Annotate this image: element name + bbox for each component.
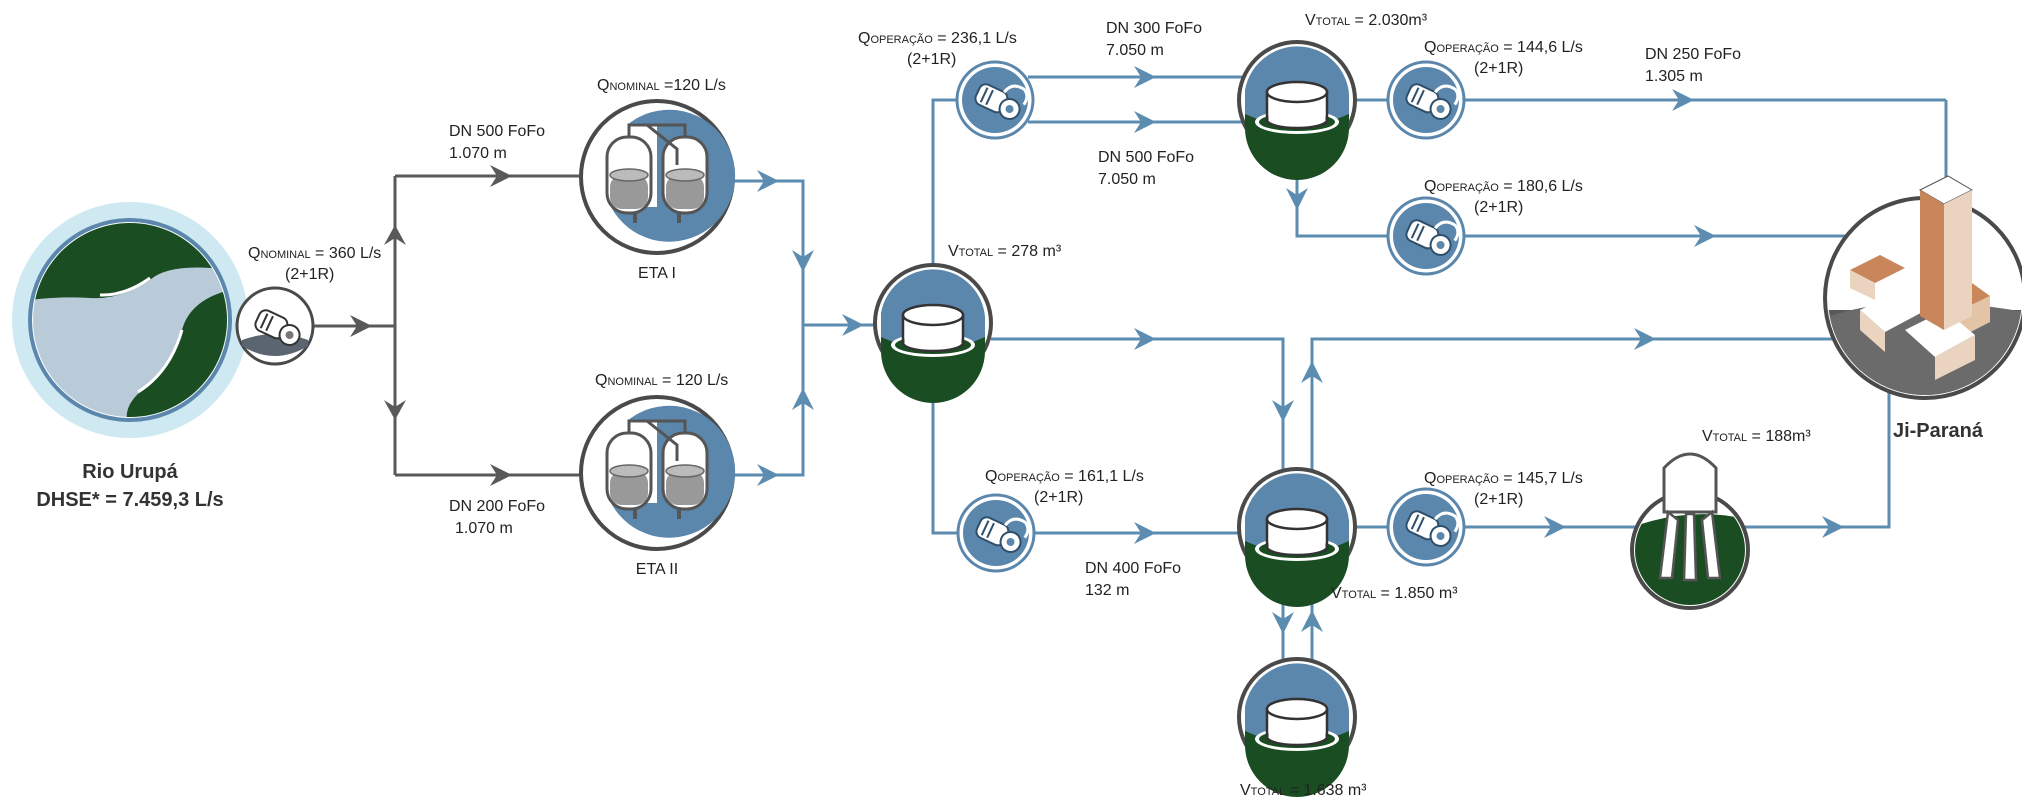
river-name: Rio Urupá (82, 461, 178, 483)
pipe-dn500-eta1-length: 1.070 m (449, 145, 507, 162)
pipe-dn200-eta2-length: 1.070 m (455, 520, 513, 537)
pipe-dn500-main-length: 7.050 m (1098, 171, 1156, 188)
intake-pump-icon (235, 286, 315, 366)
pipe-dn300-length: 7.050 m (1106, 42, 1164, 59)
pipe-dn400-dn: DN 400 FoFo (1085, 560, 1181, 577)
city-name: Ji-Paraná (1893, 420, 1984, 442)
pipe-dn400-length: 132 m (1085, 582, 1129, 599)
pump-144-flow: QOPERAÇÃO = 144,6 L/s (1424, 39, 1583, 56)
flow-arrow (350, 315, 372, 337)
treatment-plant-icon (579, 99, 738, 255)
eta2-name: ETA II (636, 561, 678, 578)
river-source (12, 202, 248, 438)
pipe-dn200-eta2-dn: DN 200 FoFo (449, 498, 545, 515)
flow-arrow (384, 400, 406, 420)
flow-arrow (384, 225, 406, 245)
raw-water-pipes (314, 165, 585, 486)
pipe-dn500-eta1-dn: DN 500 FoFo (449, 123, 545, 140)
flow-arrow (490, 165, 512, 187)
pump-161-config: (2+1R) (1034, 489, 1083, 506)
pump-180-config: (2+1R) (1474, 199, 1523, 216)
eta1-flow: QNOMINAL =120 L/s (597, 77, 726, 94)
pipe-dn300-dn: DN 300 FoFo (1106, 20, 1202, 37)
city-icon (1823, 175, 2022, 400)
pump-icon (1386, 60, 1466, 140)
pump-icon (955, 60, 1035, 140)
pipe-dn500-main-dn: DN 500 FoFo (1098, 149, 1194, 166)
reservoir-1850-volume: VTOTAL = 1.850 m³ (1331, 585, 1458, 602)
water-tower-icon (1630, 452, 1750, 610)
reservoir-icon (1237, 40, 1357, 182)
pump-icon (1386, 196, 1466, 276)
pump-144-config: (2+1R) (1474, 60, 1523, 77)
pump-icon (956, 493, 1036, 573)
pump-236-flow: QOPERAÇÃO = 236,1 L/s (858, 30, 1017, 47)
reservoir-icon (1237, 657, 1357, 799)
pump-145-config: (2+1R) (1474, 491, 1523, 508)
pump-180-flow: QOPERAÇÃO = 180,6 L/s (1424, 178, 1583, 195)
treated-water-pipes (733, 66, 1948, 660)
pipe-dn250-dn: DN 250 FoFo (1645, 46, 1741, 63)
eta1-name: ETA I (638, 265, 676, 282)
reservoir-278-volume: VTOTAL = 278 m³ (948, 243, 1062, 260)
pipe-dn250-length: 1.305 m (1645, 68, 1703, 85)
tower-188-volume: VTOTAL = 188m³ (1702, 428, 1811, 445)
reservoir-1638-volume: VTOTAL = 1.638 m³ (1240, 782, 1367, 799)
intake-pump-config: (2+1R) (285, 266, 334, 283)
reservoir-icon (873, 263, 993, 405)
pump-145-flow: QOPERAÇÃO = 145,7 L/s (1424, 470, 1583, 487)
reservoir-2030-volume: VTOTAL = 2.030m³ (1305, 12, 1428, 29)
pump-161-flow: QOPERAÇÃO = 161,1 L/s (985, 468, 1144, 485)
pump-236-config: (2+1R) (907, 51, 956, 68)
river-dhse: DHSE* = 7.459,3 L/s (36, 489, 223, 511)
pump-icon (1386, 487, 1466, 567)
intake-pump-flow: QNOMINAL = 360 L/s (248, 245, 381, 262)
treatment-plant-icon (579, 395, 738, 551)
eta2-flow: QNOMINAL = 120 L/s (595, 372, 728, 389)
flow-arrow (490, 464, 512, 486)
